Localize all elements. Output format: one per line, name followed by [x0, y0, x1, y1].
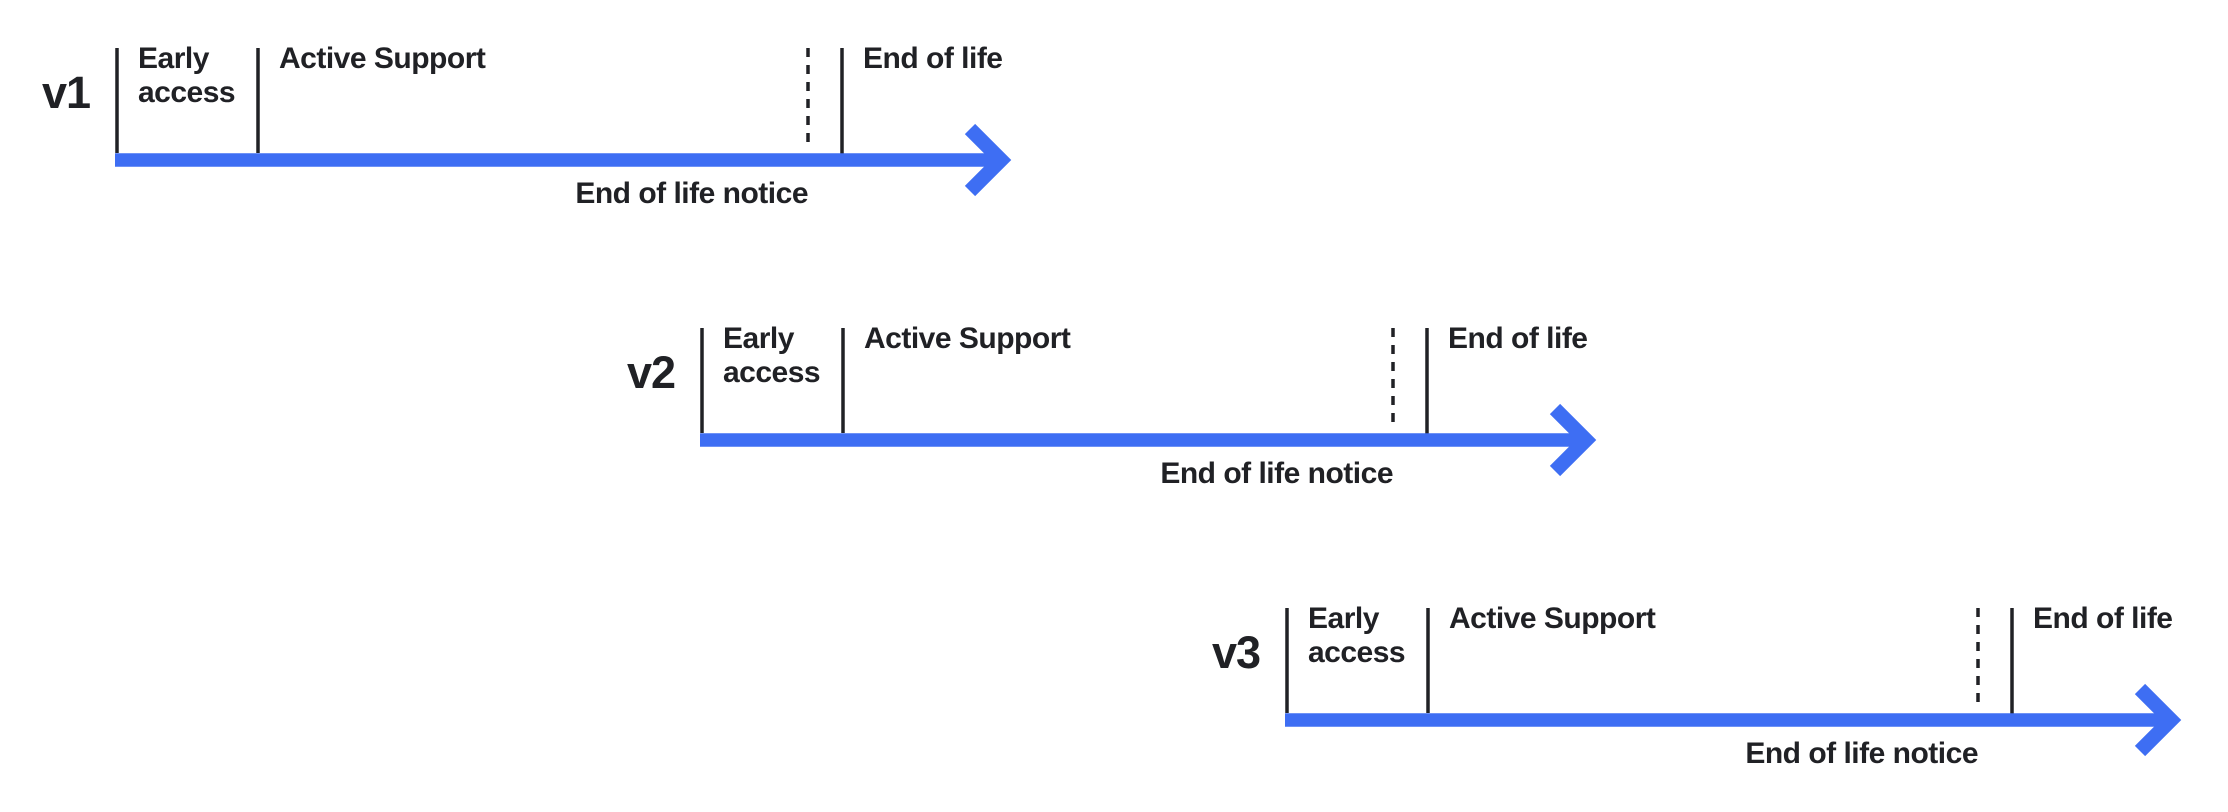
early-access-label: Early access — [723, 322, 821, 389]
end-of-life-label: End of life — [1448, 322, 1588, 355]
arrow-head-icon — [1549, 403, 1597, 477]
arrow-head-icon — [2134, 683, 2182, 757]
version-label: v1 — [41, 67, 91, 118]
timeline-v2: v2 Early access Active Support End of li… — [585, 310, 1665, 505]
active-support-label: Active Support — [1449, 602, 1656, 635]
active-support-label: Active Support — [279, 42, 486, 75]
end-of-life-label: End of life — [2033, 602, 2173, 635]
early-access-label: Early access — [1308, 602, 1406, 669]
eol-notice-label: End of life notice — [575, 177, 808, 210]
eol-notice-label: End of life notice — [1745, 737, 1978, 770]
timeline-v1: v1 Early access Active Support End of li… — [0, 30, 1080, 225]
active-support-label: Active Support — [864, 322, 1071, 355]
timeline-axis — [115, 48, 1012, 197]
arrow-head-icon — [964, 123, 1012, 197]
version-label: v3 — [1211, 627, 1261, 678]
early-access-label: Early access — [138, 42, 236, 109]
end-of-life-label: End of life — [863, 42, 1003, 75]
timeline-axis — [700, 328, 1597, 477]
timeline-v3: v3 Early access Active Support End of li… — [1170, 590, 2228, 785]
eol-notice-label: End of life notice — [1160, 457, 1393, 490]
timeline-axis — [1285, 608, 2182, 757]
version-label: v2 — [626, 347, 676, 398]
